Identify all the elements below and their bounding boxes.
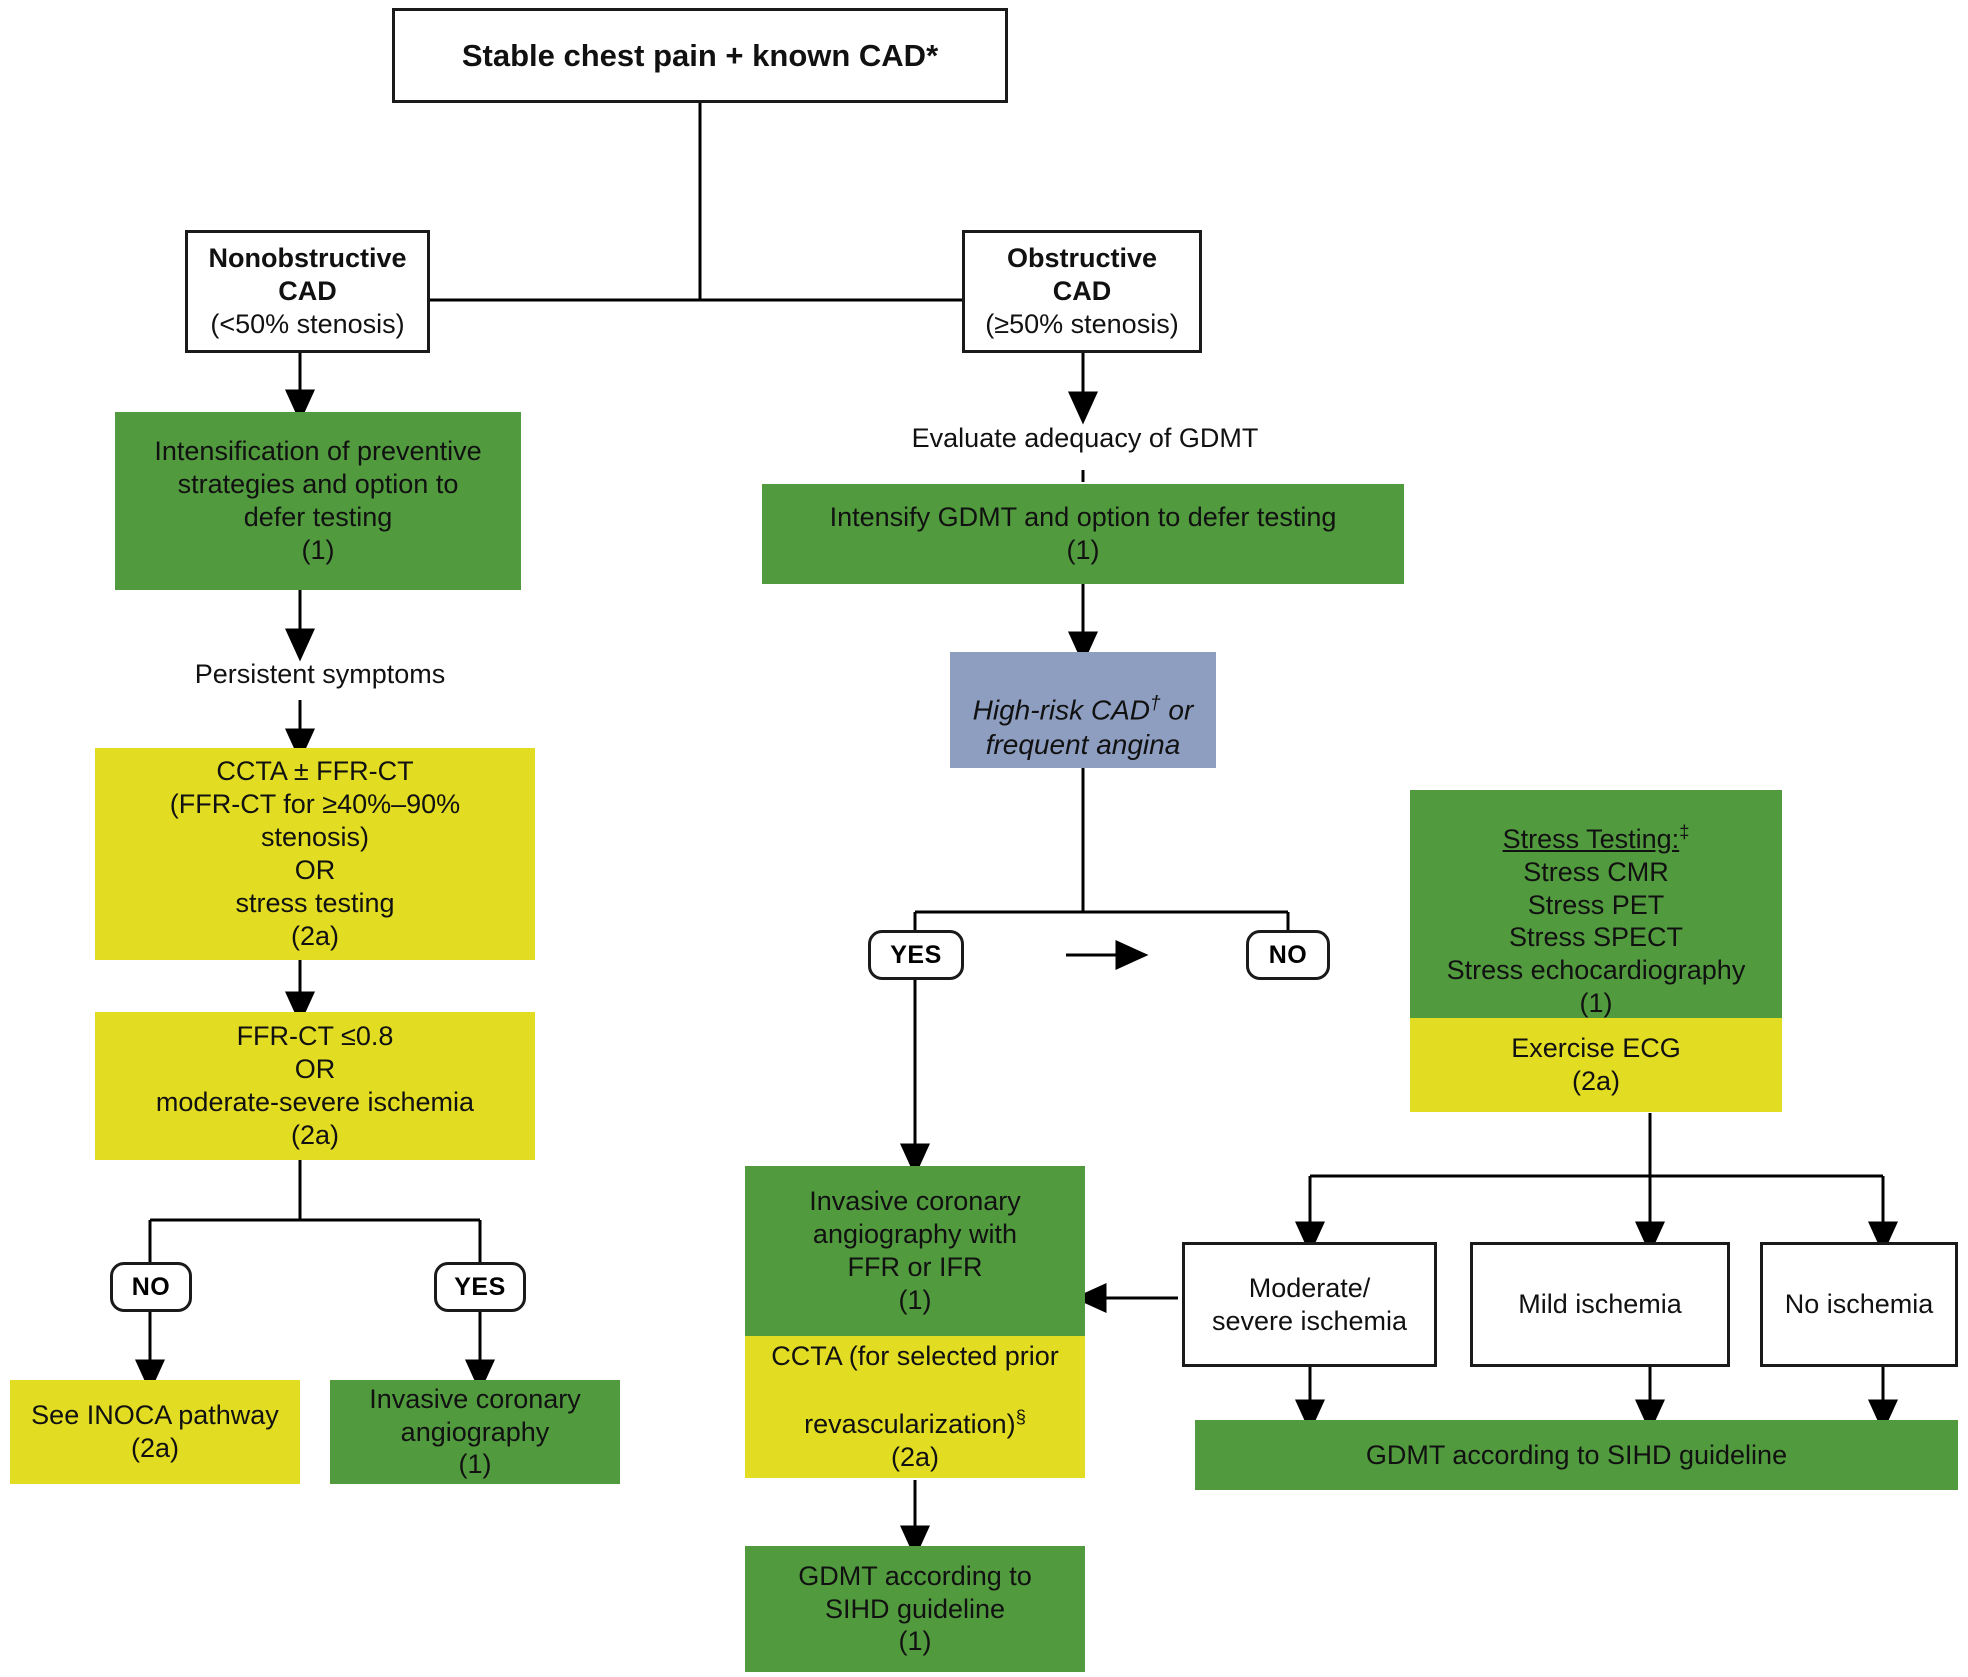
badge-no-center[interactable]: NO <box>1246 930 1330 980</box>
node-nonobstructive-cad: Nonobstructive CAD (<50% stenosis) <box>185 230 430 353</box>
node-no-ischemia: No ischemia <box>1760 1242 1958 1367</box>
section-marker: § <box>1015 1406 1026 1427</box>
node-obstructive-cad: Obstructive CAD (≥50% stenosis) <box>962 230 1202 353</box>
node-see-inoca-pathway: See INOCA pathway (2a) <box>10 1380 300 1484</box>
node-invasive-coronary-angiography-ffr-ifr: Invasive coronary angiography with FFR o… <box>745 1166 1085 1336</box>
ccta-prior-revasc-text: revascularization) <box>804 1409 1016 1439</box>
node-intensify-gdmt-defer-testing: Intensify GDMT and option to defer testi… <box>762 484 1404 584</box>
high-risk-line-2: frequent angina <box>985 728 1181 760</box>
node-stable-chest-pain-known-cad: Stable chest pain + known CAD* <box>392 8 1008 103</box>
node-gdmt-sihd-guideline-center: GDMT according to SIHD guideline (1) <box>745 1546 1085 1672</box>
obstructive-cad-title: Obstructive CAD <box>1006 243 1158 307</box>
node-exercise-ecg: Exercise ECG (2a) <box>1410 1018 1782 1112</box>
high-risk-text: High-risk CAD <box>972 694 1151 726</box>
badge-yes-center[interactable]: YES <box>868 930 964 980</box>
node-invasive-coronary-angiography-left: Invasive coronary angiography (1) <box>330 1380 620 1484</box>
nonobstructive-cad-sub: (<50% stenosis) <box>210 308 405 339</box>
ccta-prior-revasc-cor: (2a) <box>890 1441 939 1472</box>
badge-no-left[interactable]: NO <box>110 1262 192 1312</box>
high-risk-or: or <box>1160 694 1194 726</box>
stress-testing-heading: Stress Testing:‡ <box>1503 788 1690 856</box>
node-intensification-preventive-strategies: Intensification of preventive strategies… <box>115 412 521 590</box>
stress-testing-items: Stress CMR Stress PET Stress SPECT Stres… <box>1446 856 1746 1019</box>
node-ccta-ffrct-or-stress-testing: CCTA ± FFR-CT (FFR-CT for ≥40%–90% steno… <box>95 748 535 960</box>
node-high-risk-cad-or-frequent-angina: High-risk CAD† or frequent angina <box>950 652 1216 768</box>
double-dagger-marker: ‡ <box>1679 820 1690 842</box>
obstructive-cad-sub: (≥50% stenosis) <box>985 308 1179 339</box>
high-risk-line-1: High-risk CAD† or <box>973 658 1194 728</box>
node-ffrct-threshold-or-moderate-severe-ischemia: FFR-CT ≤0.8 OR moderate-severe ischemia … <box>95 1012 535 1160</box>
node-moderate-severe-ischemia: Moderate/ severe ischemia <box>1182 1242 1437 1367</box>
ccta-prior-revasc-line-1: CCTA (for selected prior <box>771 1341 1059 1372</box>
nonobstructive-cad-title: Nonobstructive CAD <box>208 243 407 307</box>
node-mild-ischemia: Mild ischemia <box>1470 1242 1730 1367</box>
ccta-prior-revasc-line-2: revascularization)§ <box>804 1373 1026 1441</box>
node-ccta-selected-prior-revascularization: CCTA (for selected prior revascularizati… <box>745 1336 1085 1478</box>
node-gdmt-sihd-guideline-right: GDMT according to SIHD guideline <box>1195 1420 1958 1490</box>
label-persistent-symptoms: Persistent symptoms <box>194 658 446 689</box>
badge-yes-left[interactable]: YES <box>434 1262 526 1312</box>
stress-testing-heading-text: Stress Testing: <box>1502 823 1680 854</box>
label-evaluate-adequacy-gdmt: Evaluate adequacy of GDMT <box>911 422 1259 453</box>
dagger-marker: † <box>1150 693 1161 715</box>
node-stress-testing: Stress Testing:‡ Stress CMR Stress PET S… <box>1410 790 1782 1018</box>
